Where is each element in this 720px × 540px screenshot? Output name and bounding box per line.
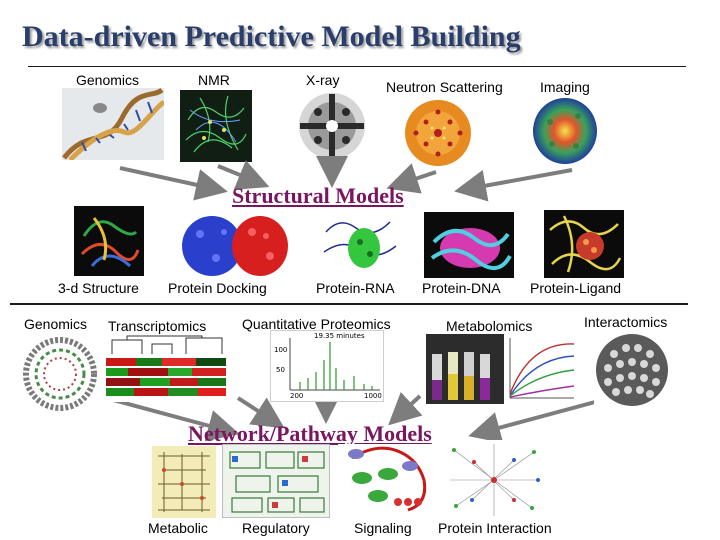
nmr-structure-image	[180, 90, 252, 162]
genome-circle-image	[20, 334, 100, 414]
metabolic-pathway-image	[152, 446, 216, 518]
label-protein-docking: Protein Docking	[168, 280, 267, 296]
imaging-heatmap-image	[530, 96, 600, 166]
transcriptomics-heatmap-image	[102, 334, 230, 402]
proteomics-xtick-high: 1000	[364, 392, 382, 400]
label-genomics-omics: Genomics	[24, 316, 88, 332]
proteomics-spectrum-image: 19.35 minutes 100 50 200 1000	[270, 330, 384, 402]
protein-dna-image	[424, 212, 514, 278]
protein-rna-image	[320, 212, 400, 278]
interactomics-plate-image	[594, 332, 670, 408]
structure-3d-image	[74, 206, 144, 276]
label-imaging: Imaging	[540, 79, 590, 95]
dna-helix-image	[62, 88, 164, 160]
regulatory-network-image	[222, 444, 330, 518]
label-protein-rna: Protein-RNA	[316, 280, 395, 296]
proteomics-xtick-low: 200	[290, 392, 304, 400]
label-quantitative-proteomics: Quantitative Proteomics	[242, 316, 391, 332]
label-genomics-source: Genomics	[76, 72, 140, 88]
proteomics-ytick-top: 100	[274, 346, 288, 354]
title-divider	[28, 66, 686, 67]
section-network-pathway-models: Network/Pathway Models	[188, 421, 432, 446]
label-nmr: NMR	[198, 72, 230, 88]
section-divider	[10, 303, 688, 305]
label-protein-interaction: Protein Interaction	[438, 520, 552, 536]
label-xray: X-ray	[306, 72, 340, 88]
proteomics-ytick-mid: 50	[276, 366, 285, 374]
xray-diffraction-image	[296, 90, 368, 162]
signaling-pathway-image	[338, 444, 438, 518]
label-signaling: Signaling	[354, 520, 412, 536]
label-protein-dna: Protein-DNA	[422, 280, 501, 296]
label-interactomics: Interactomics	[584, 314, 668, 330]
neutron-scattering-image	[402, 98, 474, 168]
protein-ligand-image	[544, 210, 624, 278]
proteomics-time-label: 19.35 minutes	[314, 332, 365, 340]
metabolomics-tubes-image	[426, 334, 506, 404]
page-title: Data-driven Predictive Model Building	[22, 20, 521, 53]
protein-interaction-network-image	[444, 440, 544, 518]
metabolomics-curves-image	[504, 334, 576, 404]
label-regulatory: Regulatory	[242, 520, 310, 536]
label-metabolomics: Metabolomics	[446, 318, 533, 334]
label-neutron: Neutron Scattering	[386, 79, 503, 95]
label-protein-ligand: Protein-Ligand	[530, 280, 622, 296]
label-transcriptomics: Transcriptomics	[108, 318, 207, 334]
label-3d-structure: 3-d Structure	[58, 280, 139, 296]
section-structural-models: Structural Models	[232, 183, 404, 208]
protein-docking-image	[180, 212, 290, 278]
label-metabolic: Metabolic	[148, 520, 208, 536]
